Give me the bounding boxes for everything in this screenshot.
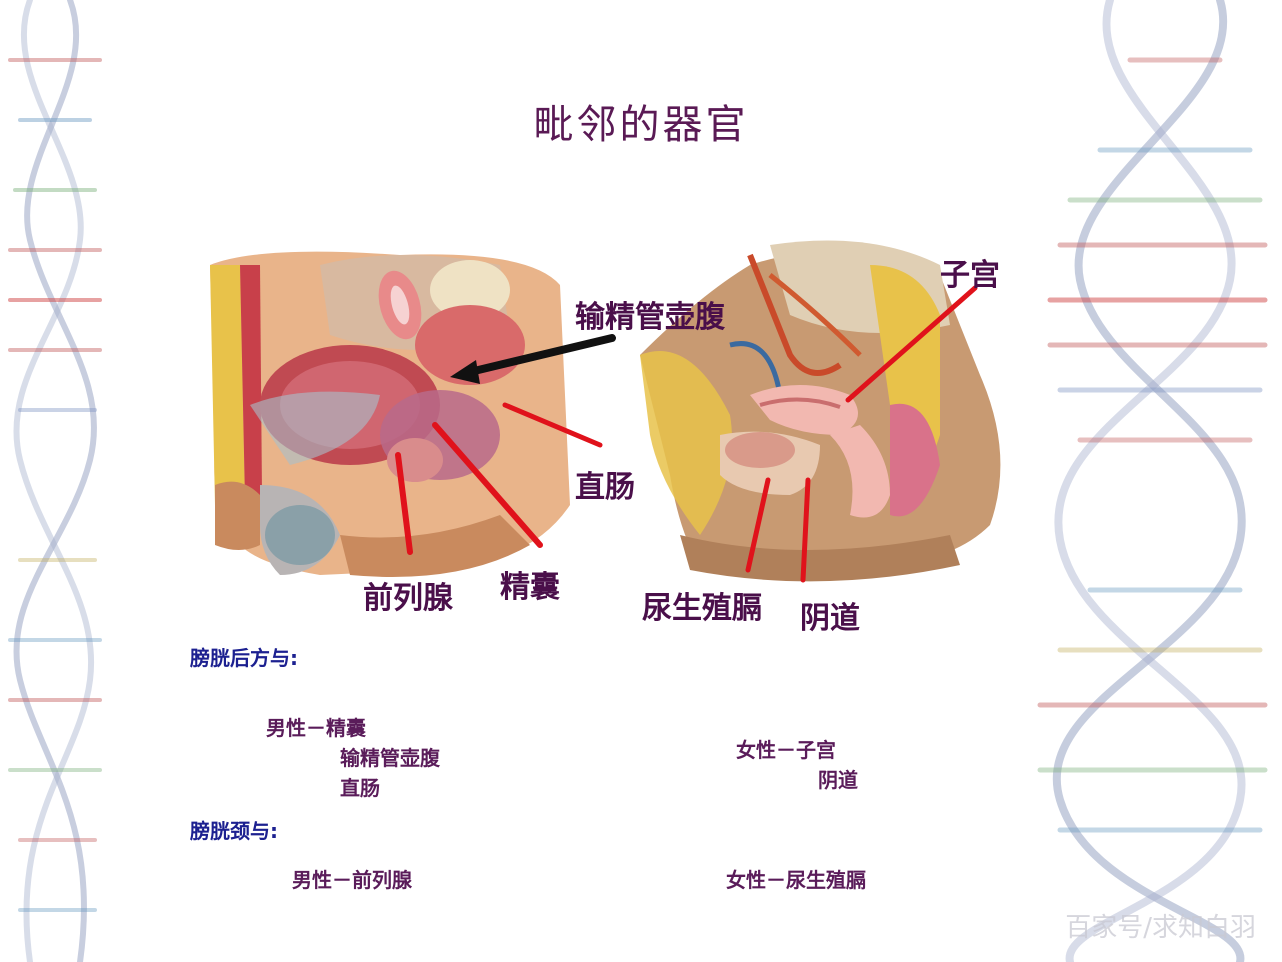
male-behind-line-1: 男性－精囊 bbox=[266, 712, 366, 741]
pointer-seminal-vesicle bbox=[435, 425, 540, 545]
male-behind-line-2: 输精管壶腹 bbox=[340, 742, 440, 771]
label-urogenital-diaphragm: 尿生殖膈 bbox=[642, 583, 762, 627]
pointer-urogenital-diaphragm bbox=[748, 480, 768, 570]
female-behind-line-2: 阴道 bbox=[818, 764, 858, 793]
pointer-vagina bbox=[803, 480, 808, 580]
male-neck-line: 男性－前列腺 bbox=[292, 864, 412, 893]
pointer-uterus bbox=[848, 288, 975, 400]
label-seminal-vesicle: 精囊 bbox=[500, 562, 560, 606]
label-rectum: 直肠 bbox=[575, 462, 635, 506]
pointer-rectum bbox=[505, 405, 600, 445]
pointer-prostate bbox=[398, 455, 410, 552]
pointer-ductus-ampulla bbox=[470, 338, 612, 372]
heading-bladder-neck: 膀胱颈与: bbox=[190, 815, 278, 844]
female-behind-line-1: 女性－子宫 bbox=[736, 734, 836, 763]
female-neck-line: 女性－尿生殖膈 bbox=[726, 864, 866, 893]
label-vagina: 阴道 bbox=[800, 593, 860, 637]
watermark: 百家号/求知白羽 bbox=[1065, 907, 1256, 944]
label-prostate: 前列腺 bbox=[363, 573, 453, 617]
label-ductus-ampulla: 输精管壶腹 bbox=[575, 292, 725, 336]
label-uterus: 子宫 bbox=[940, 250, 1000, 294]
male-behind-line-3: 直肠 bbox=[340, 772, 380, 801]
heading-behind-bladder: 膀胱后方与: bbox=[190, 642, 298, 671]
pointer-ductus-ampulla-arrowhead bbox=[450, 360, 480, 384]
